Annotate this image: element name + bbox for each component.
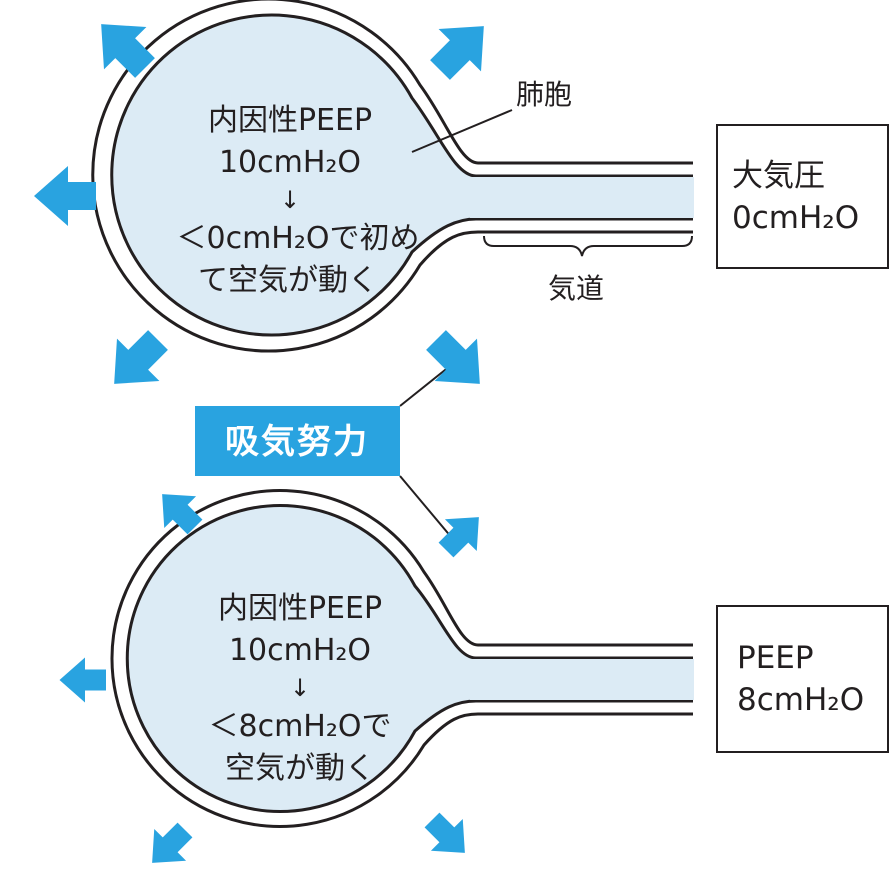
alveolus-leader-line	[411, 109, 513, 153]
airway-brace	[483, 235, 693, 257]
effort-box	[195, 406, 400, 476]
arrow-lower-sw	[136, 814, 201, 872]
lower-side-box	[716, 605, 889, 753]
arrow-upper-sw	[92, 318, 180, 406]
alveolus-label: 肺胞	[516, 78, 572, 111]
upper-inner-line-1: 内因性PEEP	[208, 103, 372, 138]
upper-side-box	[716, 124, 889, 269]
lower-alveolus-inner	[125, 504, 693, 813]
upper-airway-lumen	[470, 177, 694, 218]
lower-inner-line-3: ↓	[290, 674, 310, 702]
airway-label: 気道	[548, 272, 604, 305]
lower-inner-line-2: 10cmH₂O	[229, 633, 371, 668]
lower-inner-line-4: ＜8cmH₂Oで	[208, 709, 391, 744]
upper-inner-line-3: ↓	[280, 186, 300, 214]
arrow-lower-se	[416, 804, 481, 869]
lower-side-line-2: 8cmH₂O	[737, 682, 864, 718]
upper-side-text: 大気圧 0cmH₂O	[732, 158, 859, 236]
lower-airway-lumen	[470, 659, 694, 700]
effort-connector-upper	[399, 365, 451, 407]
arrow-upper-w	[34, 166, 96, 226]
upper-inner-text: 内因性PEEP 10cmH₂O ↓ ＜0cmH₂Oで初め て空気が動く	[176, 103, 419, 298]
upper-inner-line-2: 10cmH₂O	[219, 145, 361, 180]
effort-label: 吸気努力	[225, 423, 369, 461]
arrow-lower-ne	[430, 501, 495, 566]
lower-side-text: PEEP 8cmH₂O	[737, 640, 864, 718]
lower-side-line-1: PEEP	[737, 640, 814, 676]
effort-connector-lower	[399, 475, 453, 539]
lower-alveolus-group	[110, 489, 694, 828]
upper-inner-line-4: ＜0cmH₂Oで初め	[176, 221, 419, 256]
upper-inner-line-5: て空気が動く	[198, 263, 378, 298]
upper-alveolus-group	[91, 0, 694, 353]
upper-side-line-1: 大気圧	[732, 158, 825, 194]
lower-inner-line-5: 空気が動く	[225, 751, 375, 786]
lower-inner-line-1: 内因性PEEP	[218, 591, 382, 626]
lower-inner-text: 内因性PEEP 10cmH₂O ↓ ＜8cmH₂Oで 空気が動く	[208, 591, 391, 786]
arrow-upper-ne	[418, 4, 506, 92]
upper-alveolus-inner	[110, 13, 693, 337]
arrow-lower-w	[59, 657, 106, 703]
upper-side-line-2: 0cmH₂O	[732, 200, 859, 236]
arrow-upper-se	[414, 318, 502, 406]
